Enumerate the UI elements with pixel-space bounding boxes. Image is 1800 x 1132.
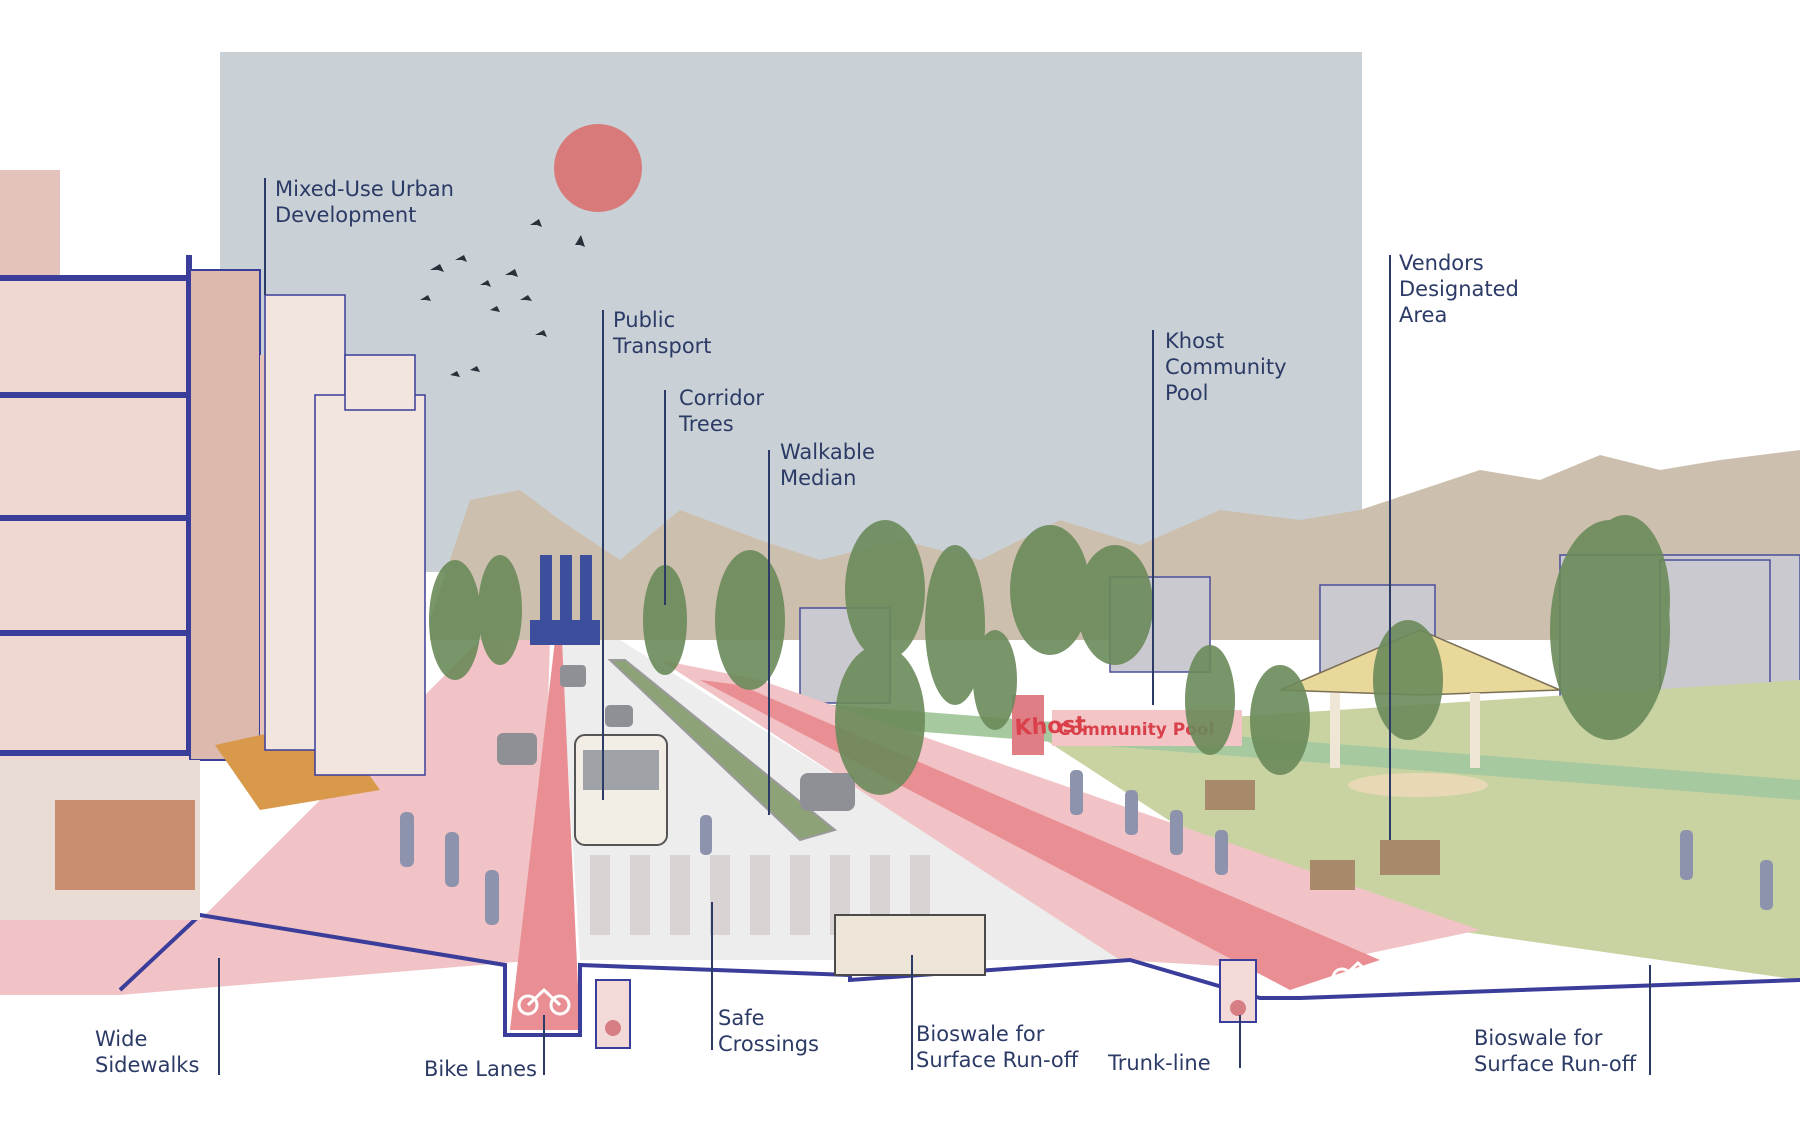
label-bioswale-center: Bioswale for Surface Run-off: [916, 1021, 1078, 1073]
label-bioswale-right: Bioswale for Surface Run-off: [1474, 1025, 1636, 1077]
label-line: Bike Lanes: [424, 1057, 537, 1081]
leader-lines: [218, 178, 1651, 1075]
label-line: Community: [1165, 355, 1287, 379]
label-line: Median: [780, 466, 857, 490]
label-wide-sidewalks: Wide Sidewalks: [95, 1026, 199, 1078]
gateway-monument: [530, 555, 600, 645]
left-bike-lane: [510, 640, 580, 1030]
label-line: Bioswale for: [1474, 1026, 1603, 1050]
bioswale-planter: [834, 914, 986, 976]
cars: [497, 665, 855, 811]
pedestrians: [400, 770, 1773, 925]
label-trunk-line: Trunk-line: [1108, 1050, 1211, 1076]
label-line: Public: [613, 308, 676, 332]
label-line: Trunk-line: [1108, 1051, 1211, 1075]
sign-name-text: Community Pool: [1058, 720, 1214, 740]
label-line: Area: [1399, 303, 1448, 327]
label-line: Sidewalks: [95, 1053, 200, 1077]
crosswalk: [590, 855, 930, 935]
walkable-median-strip: [607, 659, 838, 842]
bike-lane-symbol: [517, 960, 1385, 1016]
label-line: Safe: [718, 1006, 765, 1030]
label-line: Development: [275, 203, 417, 227]
label-line: Vendors: [1399, 251, 1484, 275]
label-line: Designated: [1399, 277, 1519, 301]
label-corridor-trees: Corridor Trees: [679, 385, 764, 437]
sign-brand-text: Khost: [1014, 712, 1087, 741]
label-line: Walkable: [780, 440, 875, 464]
label-safe-crossings: Safe Crossings: [718, 1005, 819, 1057]
label-line: Crossings: [718, 1032, 819, 1056]
label-mixed-use-development: Mixed-Use Urban Development: [275, 176, 454, 228]
label-line: Wide: [95, 1027, 148, 1051]
label-line: Surface Run-off: [916, 1048, 1079, 1072]
label-line: Mixed-Use Urban: [275, 177, 454, 201]
label-line: Corridor: [679, 386, 765, 410]
label-line: Pool: [1165, 381, 1209, 405]
ground-section-outline: [118, 912, 1800, 1037]
label-bike-lanes: Bike Lanes: [424, 1056, 537, 1082]
trunk-line-pipes: [595, 959, 1257, 1049]
label-khost-community-pool: Khost Community Pool: [1165, 328, 1287, 406]
vendor-carts: [1205, 780, 1440, 890]
bird-flock: [420, 219, 585, 377]
label-public-transport: Public Transport: [613, 307, 712, 359]
midrise-buildings: [264, 294, 426, 776]
bus: [574, 734, 668, 846]
label-walkable-median: Walkable Median: [780, 439, 875, 491]
label-line: Bioswale for: [916, 1022, 1045, 1046]
sun: [554, 124, 642, 212]
label-line: Trees: [679, 412, 734, 436]
label-line: Khost: [1165, 329, 1225, 353]
label-line: Transport: [613, 334, 712, 358]
label-vendors-designated-area: Vendors Designated Area: [1399, 250, 1519, 328]
label-line: Surface Run-off: [1474, 1052, 1637, 1076]
corridor-trees: [429, 515, 1670, 795]
